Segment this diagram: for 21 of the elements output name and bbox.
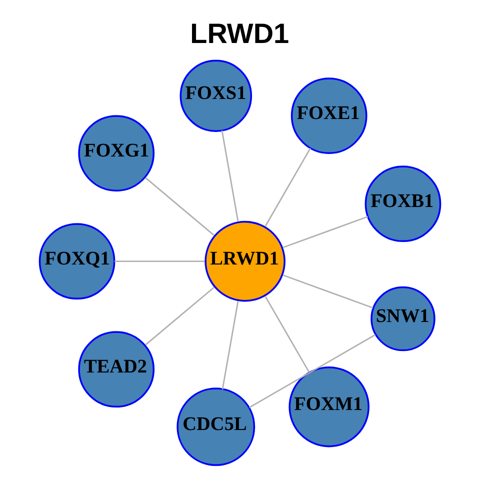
- node-circle: LRWD1: [204, 220, 286, 302]
- connector: [249, 334, 376, 408]
- node-circle: SNW1: [370, 286, 436, 352]
- connector: [264, 296, 310, 372]
- node-circle: FOXE1: [290, 78, 368, 154]
- node-circle: FOXM1: [288, 366, 370, 448]
- connector: [283, 274, 374, 309]
- connector: [222, 301, 239, 390]
- connector: [114, 260, 204, 262]
- diagram-title: LRWD1: [190, 18, 290, 49]
- connector: [221, 130, 239, 222]
- node-circle: FOXG1: [78, 115, 155, 192]
- node-circle: FOXS1: [180, 60, 252, 132]
- connector: [283, 216, 368, 248]
- connector: [145, 286, 214, 346]
- node-circle: TEAD2: [78, 331, 155, 408]
- connector: [145, 177, 214, 236]
- connector: [264, 148, 311, 226]
- node-circle: FOXQ1: [38, 223, 116, 300]
- node-circle: CDC5L: [176, 388, 256, 466]
- node-circle: FOXB1: [364, 166, 442, 242]
